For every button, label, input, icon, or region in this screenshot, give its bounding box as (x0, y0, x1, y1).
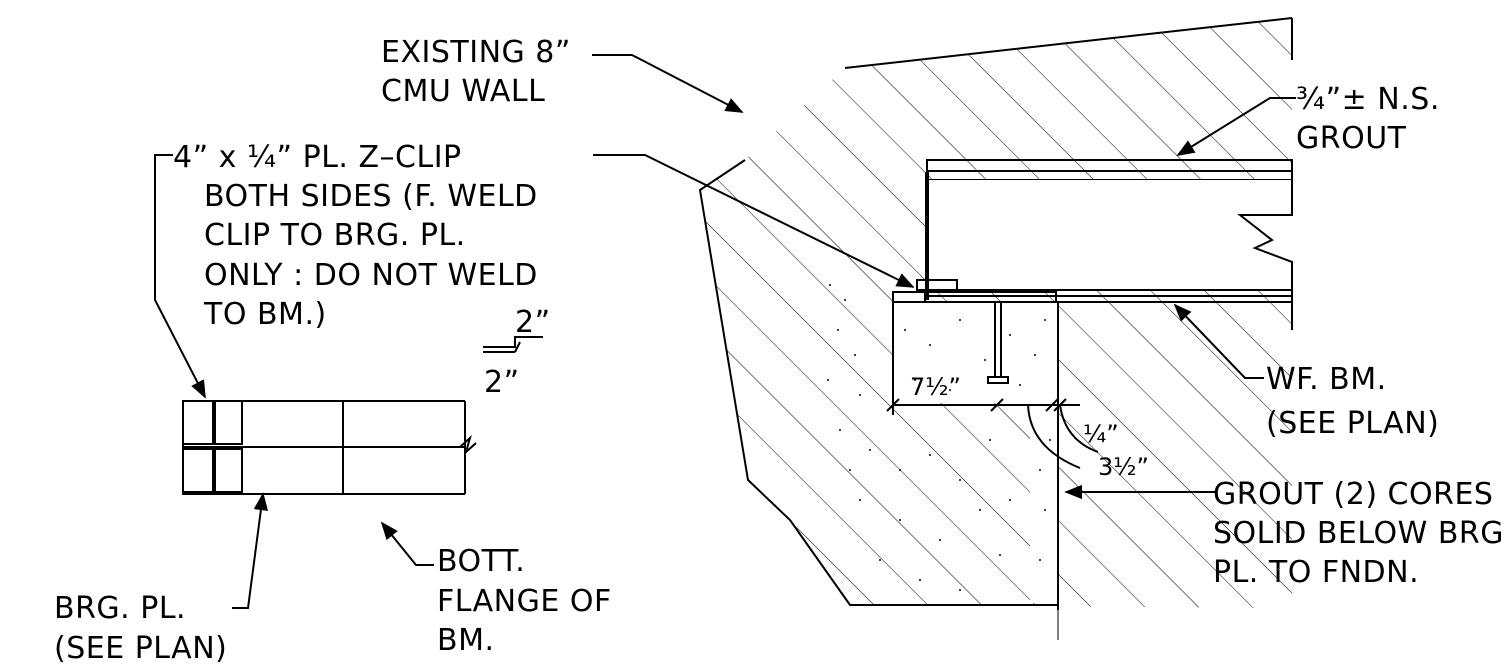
dimension-quarter-inch: ¼” (1083, 420, 1119, 448)
label-grout-ns-line2: GROUT (1296, 121, 1407, 156)
label-cmu-wall-line1: EXISTING 8” (381, 35, 571, 70)
label-cmu-wall-line2: CMU WALL (381, 74, 545, 109)
label-brg-pl-line2: (SEE PLAN) (54, 631, 227, 666)
label-brg-pl: BRG. PL. (SEE PLAN) (54, 591, 227, 666)
label-z-clip-line5: TO BM.) (203, 297, 327, 332)
label-z-clip-line1: 4” x ¼” PL. Z–CLIP (173, 140, 462, 175)
bearing-dimension (886, 395, 1099, 469)
dimension-three-and-half: 3½” (1098, 453, 1149, 481)
label-z-clip: 4” x ¼” PL. Z–CLIP BOTH SIDES (F. WELD C… (173, 140, 538, 332)
label-grout-ns-line1: ¾”± N.S. (1296, 82, 1440, 117)
weld-size-bottom: 2” (484, 365, 520, 400)
label-grout-cores-line1: GROUT (2) CORES (1213, 477, 1493, 512)
weld-size-top: 2” (515, 305, 551, 340)
label-grout-ns: ¾”± N.S. GROUT (1296, 82, 1440, 156)
label-z-clip-line3: CLIP TO BRG. PL. (204, 218, 466, 253)
label-grout-cores-line2: SOLID BELOW BRG. (1213, 516, 1501, 551)
bearing-plate-assembly (892, 279, 1057, 384)
label-z-clip-line2: BOTH SIDES (F. WELD (204, 179, 538, 214)
grout-core-area (827, 284, 1059, 640)
label-bott-flange-line2: FLANGE OF (437, 584, 612, 619)
leaders (154, 54, 1296, 609)
label-bott-flange-line1: BOTT. (437, 544, 525, 579)
label-bott-flange-line3: BM. (437, 623, 495, 658)
label-wf-beam-line1: WF. BM. (1266, 362, 1387, 397)
weld-symbol (483, 336, 543, 353)
label-brg-pl-line1: BRG. PL. (54, 591, 186, 626)
label-grout-cores: GROUT (2) CORES SOLID BELOW BRG. PL. TO … (1213, 477, 1501, 590)
wf-beam (924, 159, 1293, 330)
label-cmu-wall: EXISTING 8” CMU WALL (381, 35, 571, 109)
label-bott-flange: BOTT. FLANGE OF BM. (437, 544, 612, 658)
label-wf-beam-line2: (SEE PLAN) (1266, 406, 1439, 441)
dimension-bearing-length: 7½” (910, 373, 961, 401)
label-grout-cores-line3: PL. TO FNDN. (1213, 555, 1419, 590)
plan-view (182, 400, 477, 495)
label-wf-beam: WF. BM. (SEE PLAN) (1266, 362, 1439, 441)
label-z-clip-line4: ONLY : DO NOT WELD (204, 258, 538, 293)
